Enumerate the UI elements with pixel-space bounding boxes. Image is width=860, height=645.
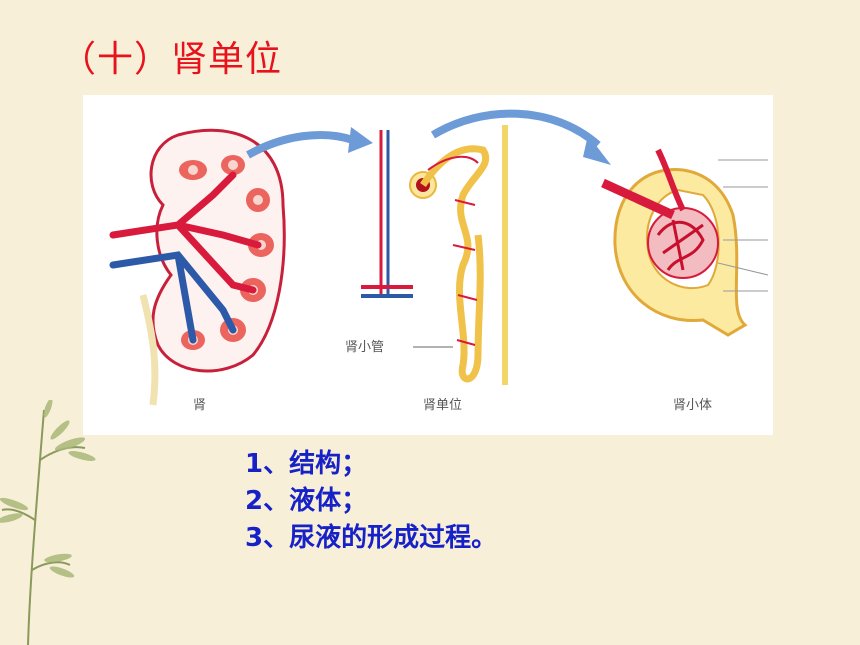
nephron-figure: 肾小管 肾 bbox=[83, 95, 773, 435]
renal-corpuscle-illustration bbox=[601, 148, 769, 337]
point-item-structure: 1、结构； bbox=[245, 449, 368, 479]
bamboo-decoration-icon bbox=[0, 400, 96, 645]
point-list: 1、结构； 2、液体； 3、尿液的形成过程。 bbox=[245, 446, 497, 557]
point-item-fluid: 2、液体； bbox=[245, 486, 368, 516]
point-item-urine-formation: 3、尿液的形成过程。 bbox=[245, 523, 498, 553]
tubule-caption: 肾小管 bbox=[345, 340, 384, 355]
kidney-caption: 肾 bbox=[193, 398, 206, 413]
slide-title: （十）肾单位 bbox=[60, 39, 283, 80]
corpuscle-caption: 肾小体 bbox=[673, 398, 712, 413]
nephron-caption: 肾单位 bbox=[423, 398, 462, 413]
kidney-illustration bbox=[109, 128, 286, 406]
nephron-illustration: 肾小管 bbox=[345, 125, 508, 385]
